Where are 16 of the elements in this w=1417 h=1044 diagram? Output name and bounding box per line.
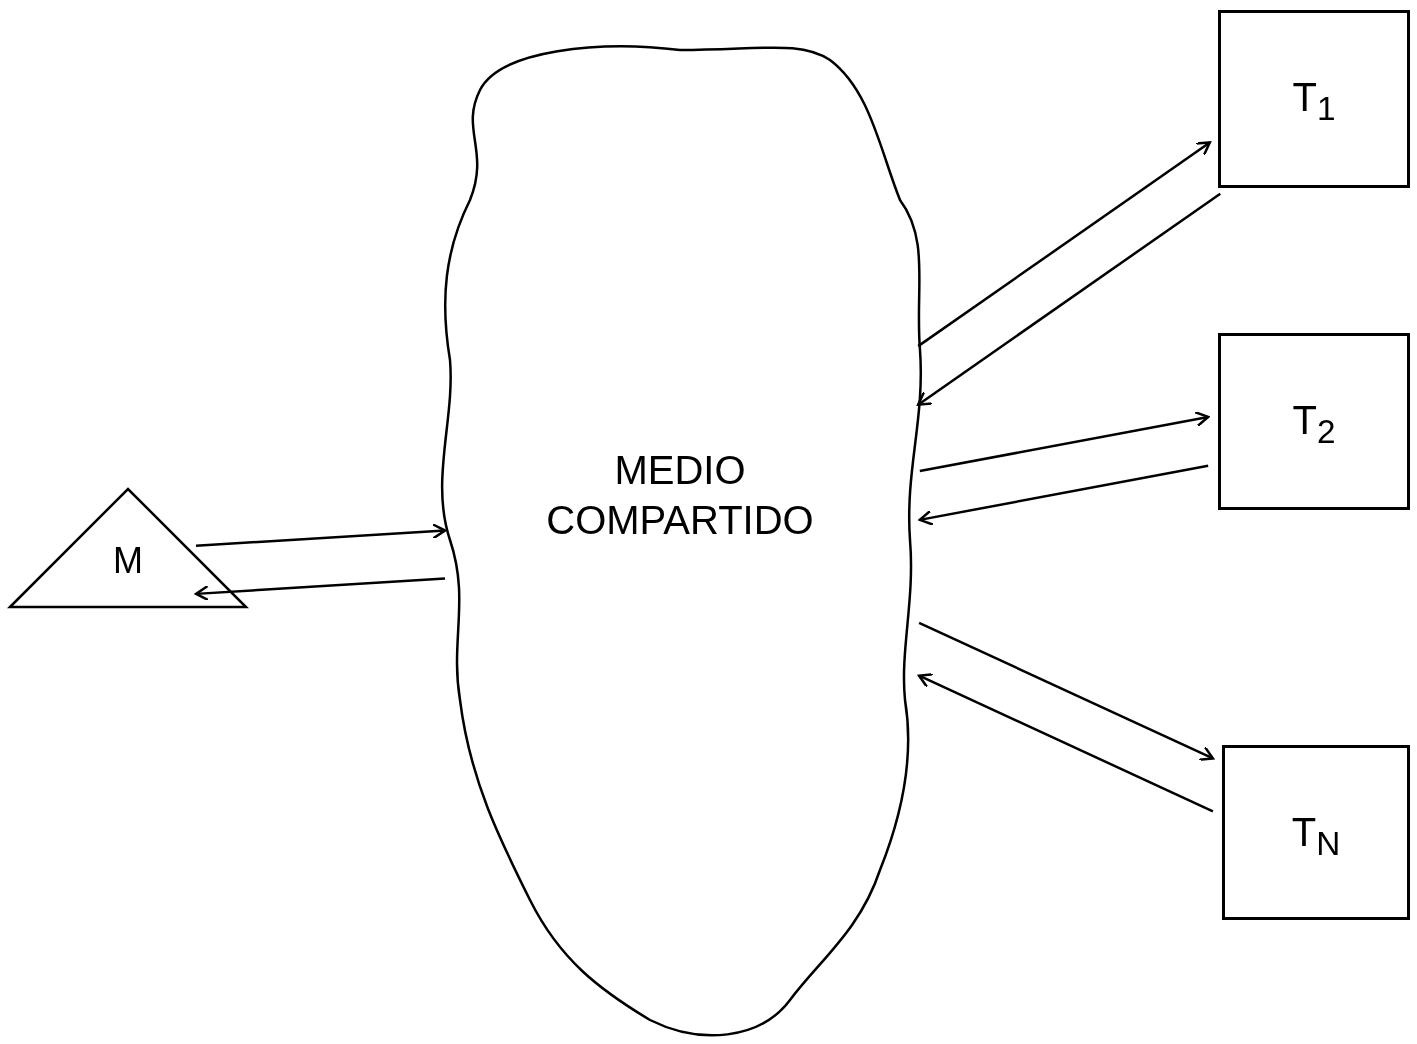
arrow: [917, 673, 1214, 813]
arrow: [919, 411, 1210, 473]
terminal-box: [1218, 10, 1410, 188]
arrow: [916, 192, 1221, 406]
terminal-box: [1222, 745, 1410, 920]
terminal-box: [1218, 333, 1410, 510]
arrow: [195, 523, 447, 548]
node-label: MEDIO COMPARTIDO: [545, 447, 815, 544]
arrow: [194, 577, 446, 602]
arrow: [918, 621, 1215, 762]
node-label: T$_{N}$: [1290, 809, 1342, 864]
arrow: [918, 464, 1209, 526]
node-label: T$_{1}$: [1291, 74, 1337, 129]
node-label: T$_{2}$: [1291, 397, 1337, 452]
master-triangle: [8, 486, 248, 610]
node-label: M: [112, 539, 144, 583]
